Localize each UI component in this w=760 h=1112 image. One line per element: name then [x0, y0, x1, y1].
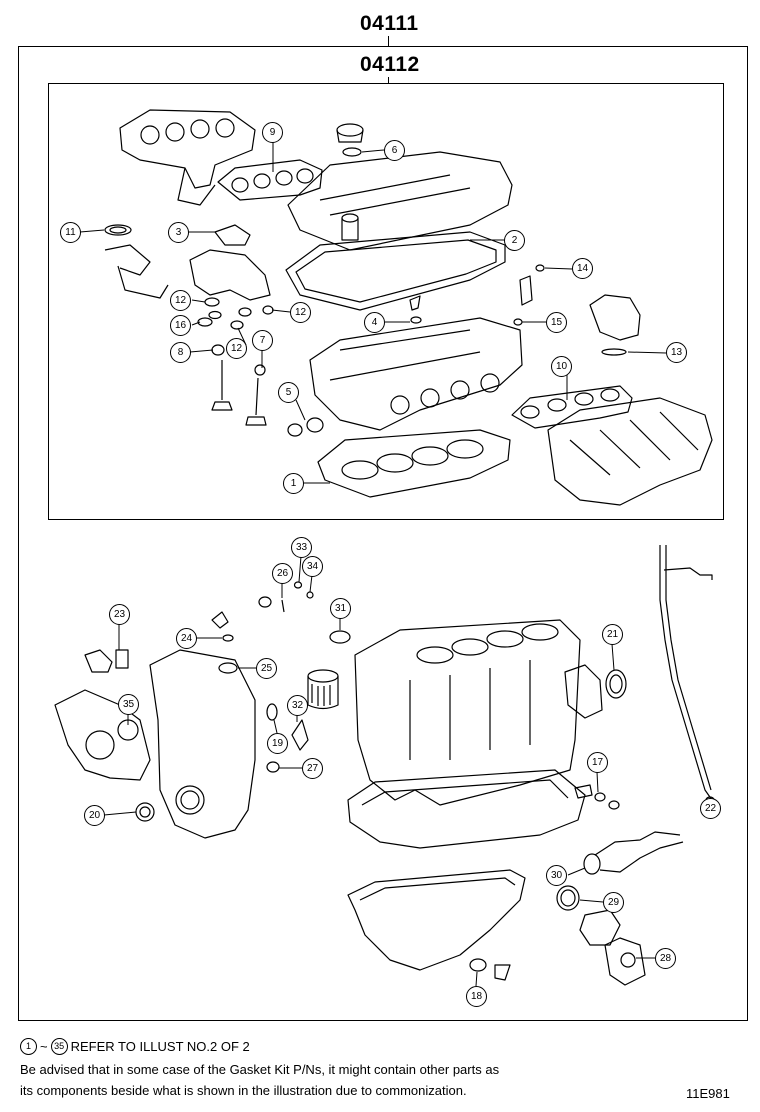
kit-number-04111: 04111 [360, 12, 419, 35]
figure-code: 11E981 [686, 1086, 730, 1101]
callout-34: 34 [302, 556, 323, 577]
callout-25: 25 [256, 658, 277, 679]
callout-24: 24 [176, 628, 197, 649]
oil-pan-upper [347, 769, 586, 849]
callout-22: 22 [700, 798, 721, 819]
callout-8: 8 [170, 342, 191, 363]
small-fitting [211, 611, 234, 642]
outer-kit-frame [18, 46, 748, 1021]
exhaust-manifold-gasket [217, 159, 323, 201]
ref-to-circle: 35 [50, 1038, 68, 1055]
callout-5: 5 [278, 382, 299, 403]
callout-26: 26 [272, 563, 293, 584]
cylinder-block [354, 619, 581, 806]
water-housing [189, 224, 271, 301]
o-rings-center [218, 581, 351, 773]
water-outlet [104, 224, 169, 299]
oil-dipstick-guide [659, 545, 715, 804]
oil-filler-cap [336, 123, 364, 157]
cylinder-head [287, 317, 523, 437]
reference-note: 1 ~ 35 REFER TO ILLUST NO.2 OF 2 [20, 1038, 250, 1055]
ref-separator: ~ [40, 1039, 48, 1054]
advisory-line-2: its components beside what is shown in t… [20, 1083, 467, 1098]
head-cover-gasket [285, 231, 506, 311]
spark-plug-seal [409, 295, 422, 324]
intake-manifold-gasket [511, 385, 633, 429]
valves [211, 360, 267, 426]
callout-6: 6 [384, 140, 405, 161]
title-leader-inner [388, 77, 389, 84]
callout-12-b: 12 [226, 338, 247, 359]
callout-18: 18 [466, 986, 487, 1007]
oil-pan [347, 869, 526, 981]
callout-10: 10 [551, 356, 572, 377]
title-leader [388, 36, 389, 47]
inner-kit-frame [48, 83, 724, 520]
callout-13: 13 [666, 342, 687, 363]
callout-20: 20 [84, 805, 105, 826]
callout-17: 17 [587, 752, 608, 773]
callout-33: 33 [291, 537, 312, 558]
throttle-body [589, 294, 641, 356]
advisory-line-1: Be advised that in some case of the Gask… [20, 1062, 500, 1077]
callout-32: 32 [287, 695, 308, 716]
water-inlet-pipe [556, 831, 684, 986]
kit-number-04112: 04112 [360, 53, 420, 76]
small-seals-left [197, 297, 274, 376]
callout-35: 35 [118, 694, 139, 715]
timing-chain-cover [149, 649, 256, 839]
oil-pump-piece [84, 649, 129, 673]
oil-filter [307, 669, 339, 710]
callout-23: 23 [109, 604, 130, 625]
callout-15: 15 [546, 312, 567, 333]
callout-14: 14 [572, 258, 593, 279]
water-pump [54, 689, 155, 822]
rear-oil-seal [564, 664, 627, 719]
callout-1: 1 [283, 473, 304, 494]
callout-28: 28 [655, 948, 676, 969]
callout-29: 29 [603, 892, 624, 913]
callout-4: 4 [364, 312, 385, 333]
ref-text: REFER TO ILLUST NO.2 OF 2 [70, 1039, 250, 1054]
callout-16: 16 [170, 315, 191, 336]
intake-manifold [547, 397, 713, 506]
callout-21: 21 [602, 624, 623, 645]
callout-7: 7 [252, 330, 273, 351]
callout-31: 31 [330, 598, 351, 619]
callout-12-c: 12 [290, 302, 311, 323]
callout-19: 19 [267, 733, 288, 754]
callout-12-a: 12 [170, 290, 191, 311]
cylinder-head-cover [287, 151, 513, 251]
sensor-part [513, 264, 545, 326]
callout-9: 9 [262, 122, 283, 143]
callout-27: 27 [302, 758, 323, 779]
drain-plug-area [574, 784, 620, 810]
callout-30: 30 [546, 865, 567, 886]
callout-3: 3 [168, 222, 189, 243]
callout-2: 2 [504, 230, 525, 251]
ref-from-circle: 1 [20, 1038, 37, 1055]
callout-11: 11 [60, 222, 81, 243]
cylinder-head-gasket [317, 429, 511, 498]
exhaust-manifold [119, 109, 256, 206]
